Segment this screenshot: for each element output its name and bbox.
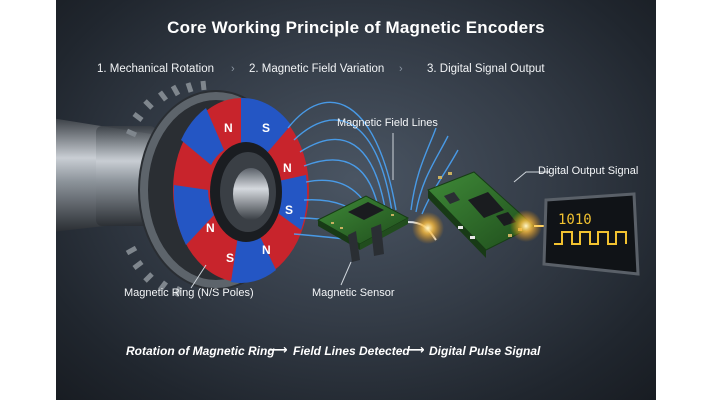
ring-pole-2: N xyxy=(283,161,292,175)
step-2-label: 2. Magnetic Field Variation xyxy=(249,63,385,75)
encoder-illustration: N S N S N S N xyxy=(56,80,640,298)
magnetic-sensor-label: Magnetic Sensor xyxy=(312,287,395,299)
label-leaders xyxy=(190,133,550,289)
step-separator-icon: › xyxy=(399,63,403,75)
flow-arrow-icon: ⟶ xyxy=(269,342,288,357)
magnetic-ring-label: Magnetic Ring (N/S Poles) xyxy=(124,287,254,299)
signal-glow-left xyxy=(412,212,444,244)
digital-output-label: Digital Output Signal xyxy=(538,165,639,177)
page-title: Core Working Principle of Magnetic Encod… xyxy=(167,18,545,37)
ring-pole-4: N xyxy=(262,243,271,257)
flow-arrow-icon: ⟶ xyxy=(406,342,425,357)
field-lines xyxy=(287,101,459,241)
field-lines-label: Magnetic Field Lines xyxy=(337,117,438,129)
flow-step-1: Rotation of Magnetic Ring xyxy=(126,344,275,358)
diagram-panel: N S N S N S N xyxy=(56,0,656,400)
step-1-label: 1. Mechanical Rotation xyxy=(97,63,214,75)
ring-pole-letters: N S N S N S N xyxy=(206,121,293,265)
display-binary-text: 1010 xyxy=(558,212,592,228)
flow-step-3: Digital Pulse Signal xyxy=(429,344,541,358)
step-3-label: 3. Digital Signal Output xyxy=(427,63,545,75)
ring-pole-0: N xyxy=(224,121,233,135)
magnetic-ring xyxy=(173,97,309,284)
step-separator-icon: › xyxy=(231,63,235,75)
ring-pole-1: S xyxy=(262,121,270,135)
ring-pole-3: S xyxy=(285,203,293,217)
ring-pole-5: S xyxy=(226,251,234,265)
sensor-board xyxy=(316,195,410,262)
signal-display xyxy=(542,192,640,276)
signal-glow-right xyxy=(510,210,542,242)
output-board xyxy=(427,171,535,258)
ring-pole-6: N xyxy=(206,221,215,235)
flow-step-2: Field Lines Detected xyxy=(293,344,410,358)
